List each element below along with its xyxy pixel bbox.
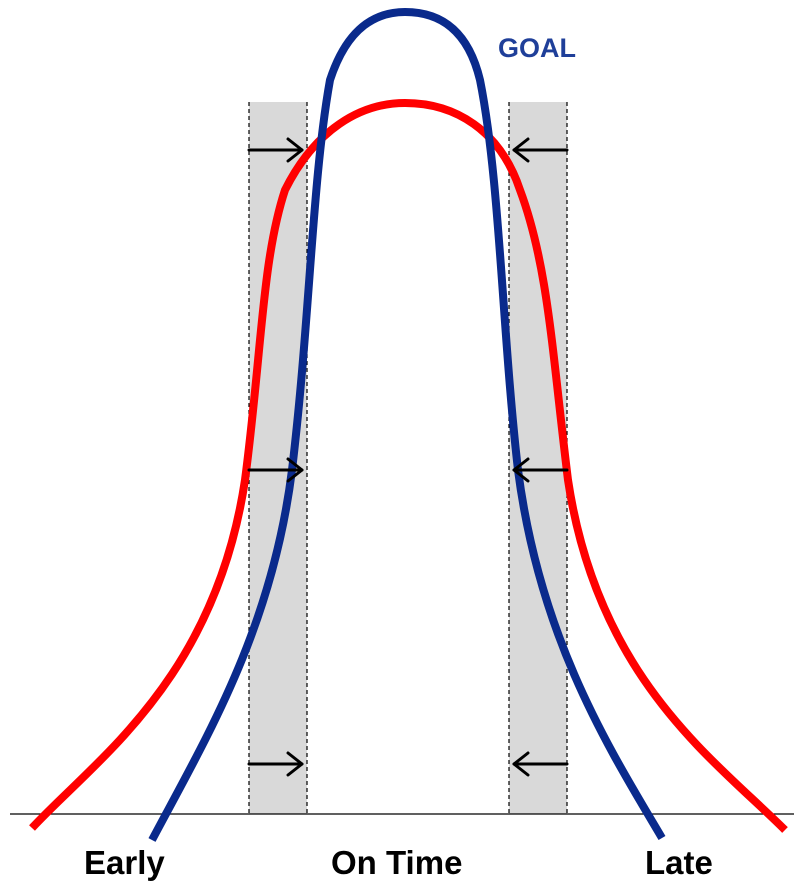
early-label: Early	[84, 844, 165, 881]
arrow-left-bottom	[512, 751, 569, 777]
arrow-right-bottom	[247, 751, 304, 777]
arrow-left-top	[512, 137, 569, 163]
current-distribution-curve	[29, 98, 788, 833]
arrow-right-middle	[247, 457, 304, 483]
on-time-label: On Time	[331, 844, 462, 881]
left-arrows	[247, 137, 304, 777]
late-label: Late	[645, 844, 713, 881]
arrow-right-top	[247, 137, 304, 163]
arrow-left-middle	[512, 457, 569, 483]
right-arrows	[512, 137, 569, 777]
goal-distribution-curve	[148, 7, 666, 842]
goal-label: GOAL	[498, 33, 576, 63]
